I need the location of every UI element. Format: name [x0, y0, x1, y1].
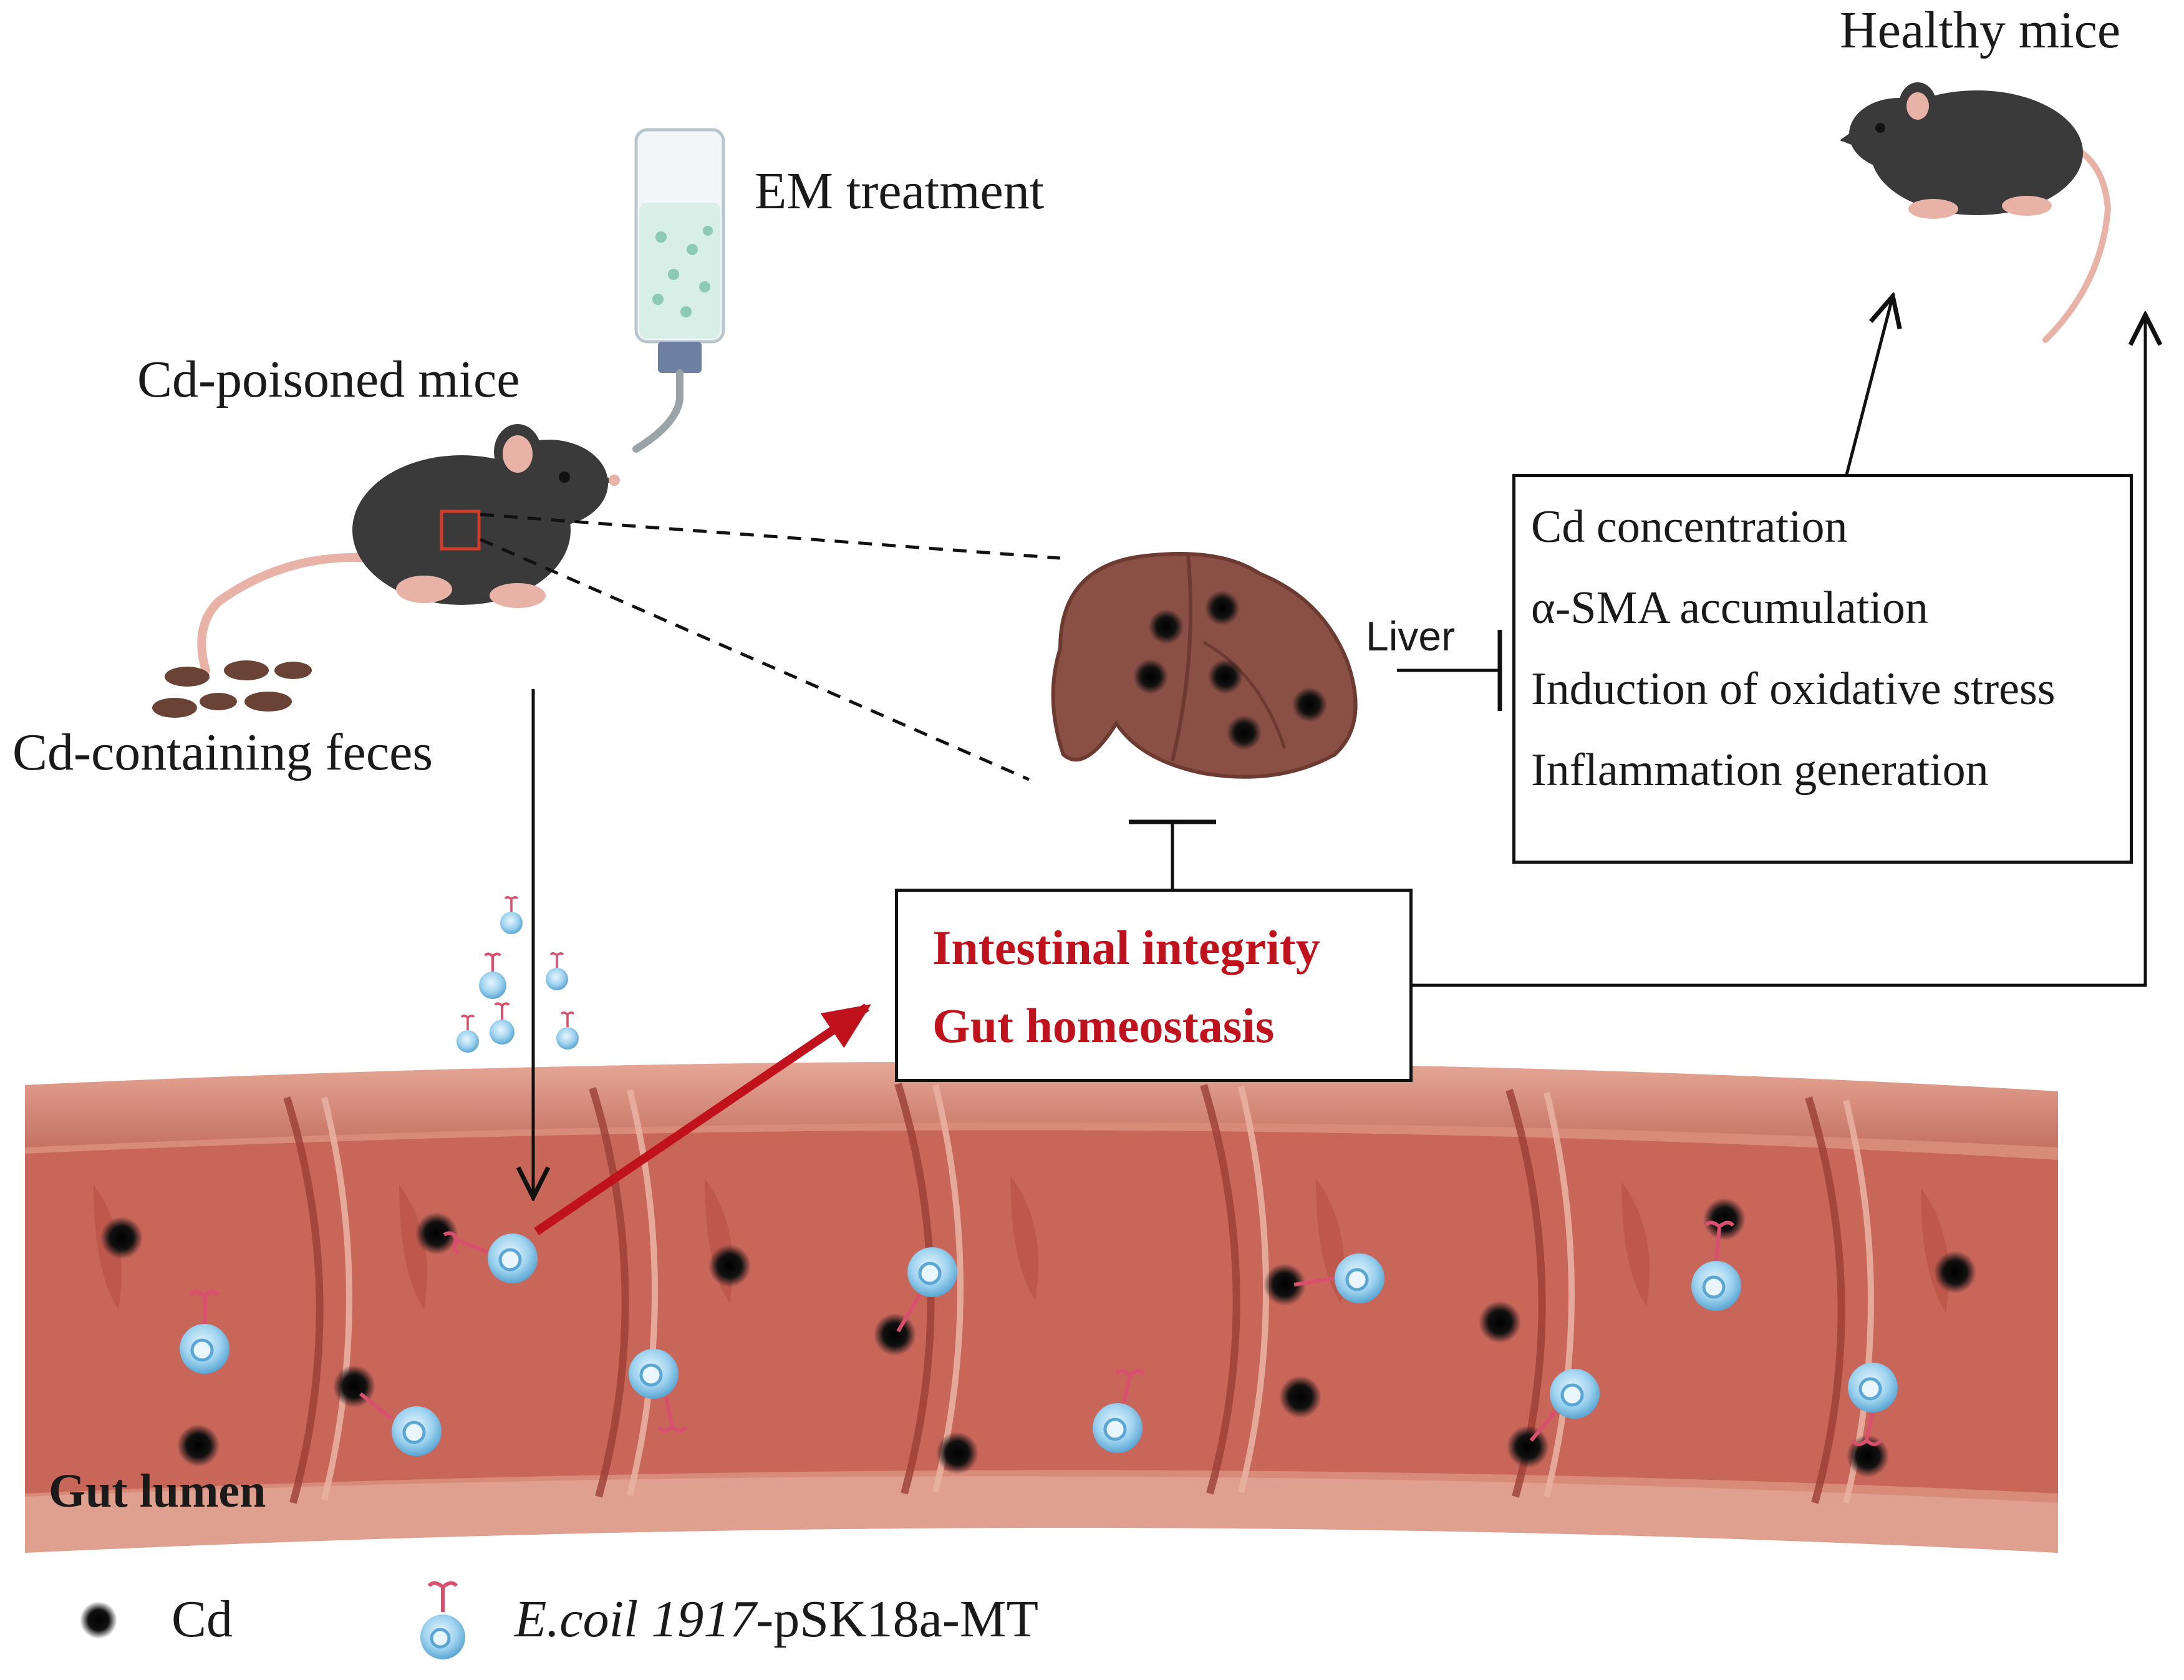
effects-box: Cd concentration α-SMA accumulation Indu… — [1512, 474, 2133, 864]
gut-lumen-label: Gut lumen — [49, 1465, 266, 1517]
bacterium-icon — [490, 1002, 515, 1045]
bacterium-icon — [1093, 1369, 1146, 1453]
legend-cd-label: Cd — [172, 1590, 233, 1648]
effect-item: Cd concentration — [1531, 501, 1848, 553]
bacterium-icon — [556, 1011, 579, 1050]
effect-item: Induction of oxidative stress — [1531, 664, 2056, 715]
legend-strain-suffix: -pSK18a-MT — [756, 1590, 1038, 1648]
bacterium-icon — [629, 1349, 688, 1432]
bacterium-icon — [896, 1247, 957, 1333]
effect-item: Inflammation generation — [1531, 745, 1989, 796]
legend-bacterium-icon — [420, 1581, 465, 1659]
cd-particle — [1279, 1376, 1322, 1418]
cd-particle — [936, 1432, 978, 1474]
cd-poisoned-mouse-icon — [197, 424, 620, 675]
bacterium-icon — [500, 896, 523, 934]
bacterium-icon — [359, 1392, 442, 1456]
legend-cd-dot-icon — [80, 1601, 117, 1639]
effect-item: α-SMA accumulation — [1531, 582, 1928, 634]
cd-feces-label: Cd-containing feces — [12, 723, 433, 781]
integrity-item: Intestinal integrity — [932, 920, 1320, 975]
cd-particle — [1507, 1426, 1549, 1468]
red-arrow — [534, 1003, 871, 1235]
cd-particle — [1264, 1263, 1306, 1306]
integrity-box: Intestinal integrity Gut homeostasis — [895, 889, 1413, 1082]
cd-particle — [708, 1245, 751, 1287]
bacterium-icon — [457, 1015, 479, 1053]
legend-strain-label: E.coil 1917-pSK18a-MT — [515, 1589, 1038, 1649]
bacterium-icon — [1691, 1220, 1741, 1311]
cd-particle — [177, 1424, 220, 1467]
connector-lines — [479, 296, 2145, 1197]
healthy-mice-label: Healthy mice — [1840, 1, 2121, 59]
liver-label: Liver — [1366, 613, 1456, 659]
gut-illustration — [25, 1061, 2058, 1553]
water-bottle-icon — [632, 128, 725, 453]
cd-particle — [415, 1212, 458, 1255]
cd-particle — [874, 1313, 916, 1356]
cd-particle — [1703, 1198, 1746, 1240]
legend-icons — [80, 1581, 465, 1659]
feces-icon — [152, 660, 312, 718]
bacterium-icon — [180, 1290, 230, 1374]
cd-particle — [100, 1217, 143, 1259]
em-treatment-label: EM treatment — [755, 162, 1045, 220]
bacterium-icon — [1293, 1253, 1384, 1303]
falling-bacteria — [457, 896, 579, 1053]
healthy-mouse-icon — [1840, 82, 2112, 343]
bacterium-icon — [546, 952, 568, 990]
bacterium-icon — [443, 1231, 538, 1283]
cd-poisoned-mice-label: Cd-poisoned mice — [137, 350, 520, 408]
legend-strain-italic: E.coil 1917 — [515, 1590, 756, 1648]
bacterium-icon — [1529, 1369, 1600, 1442]
cd-particle — [1479, 1301, 1521, 1343]
bacterium-icon — [479, 952, 506, 999]
liver-icon — [1051, 552, 1358, 779]
integrity-item: Gut homeostasis — [932, 998, 1275, 1053]
gut-bacteria — [180, 1220, 1898, 1456]
cd-particle — [1934, 1251, 1976, 1293]
bacterium-icon — [1848, 1363, 1898, 1446]
